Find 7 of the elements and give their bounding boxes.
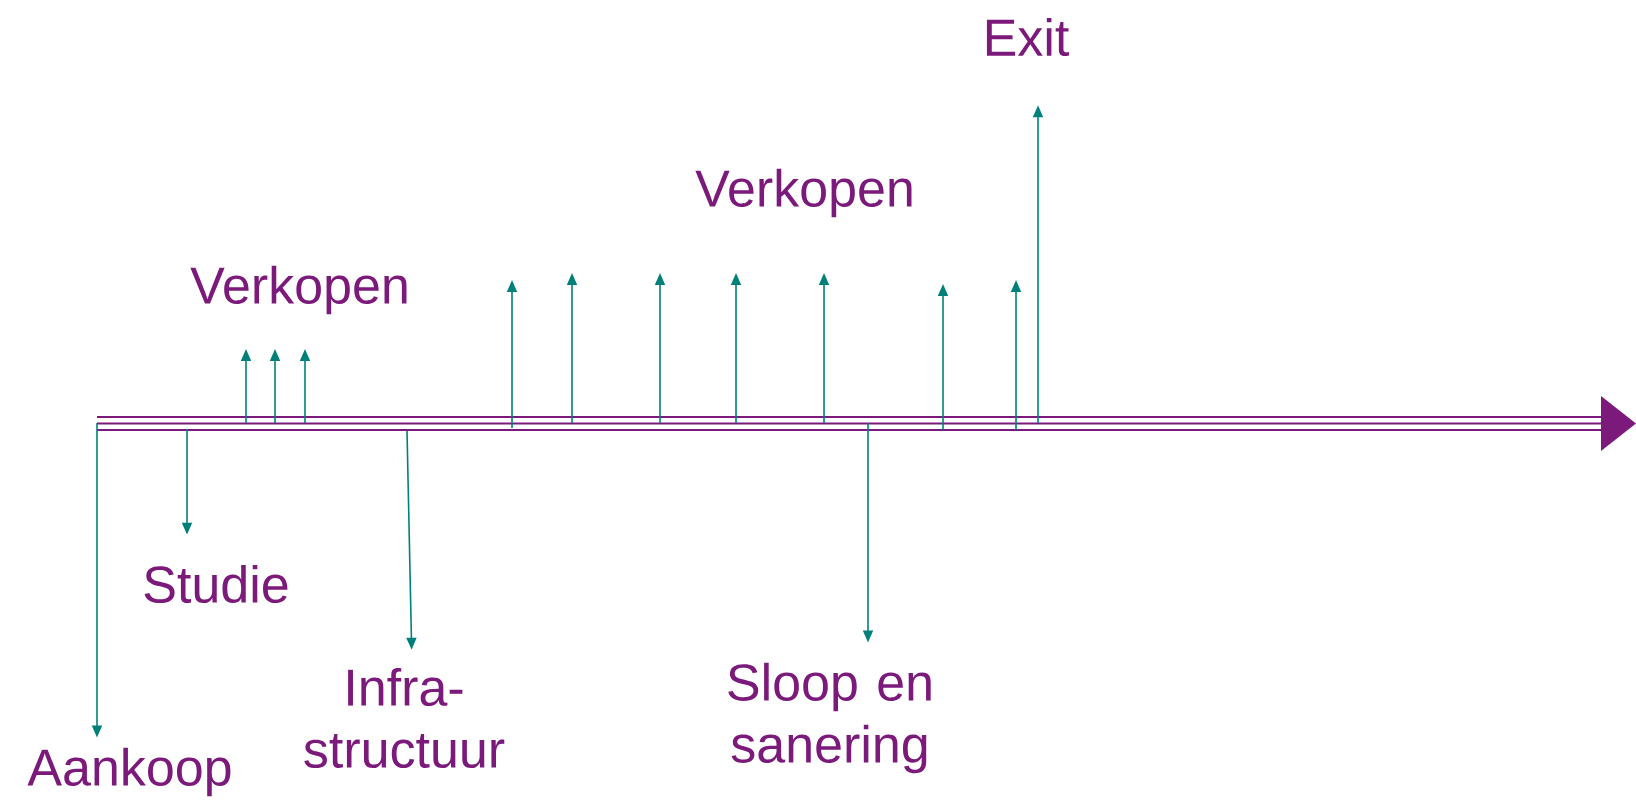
timeline-label: Infra- structuur <box>304 667 505 769</box>
timeline-label: Sloop en sanering <box>728 662 931 774</box>
timeline-label: Studie <box>144 564 288 604</box>
timeline-label: Verkopen <box>190 265 407 315</box>
timeline-label: Exit <box>986 17 1069 57</box>
timeline-label: Aankoop <box>27 747 231 797</box>
timeline-label: Verkopen <box>695 168 912 218</box>
